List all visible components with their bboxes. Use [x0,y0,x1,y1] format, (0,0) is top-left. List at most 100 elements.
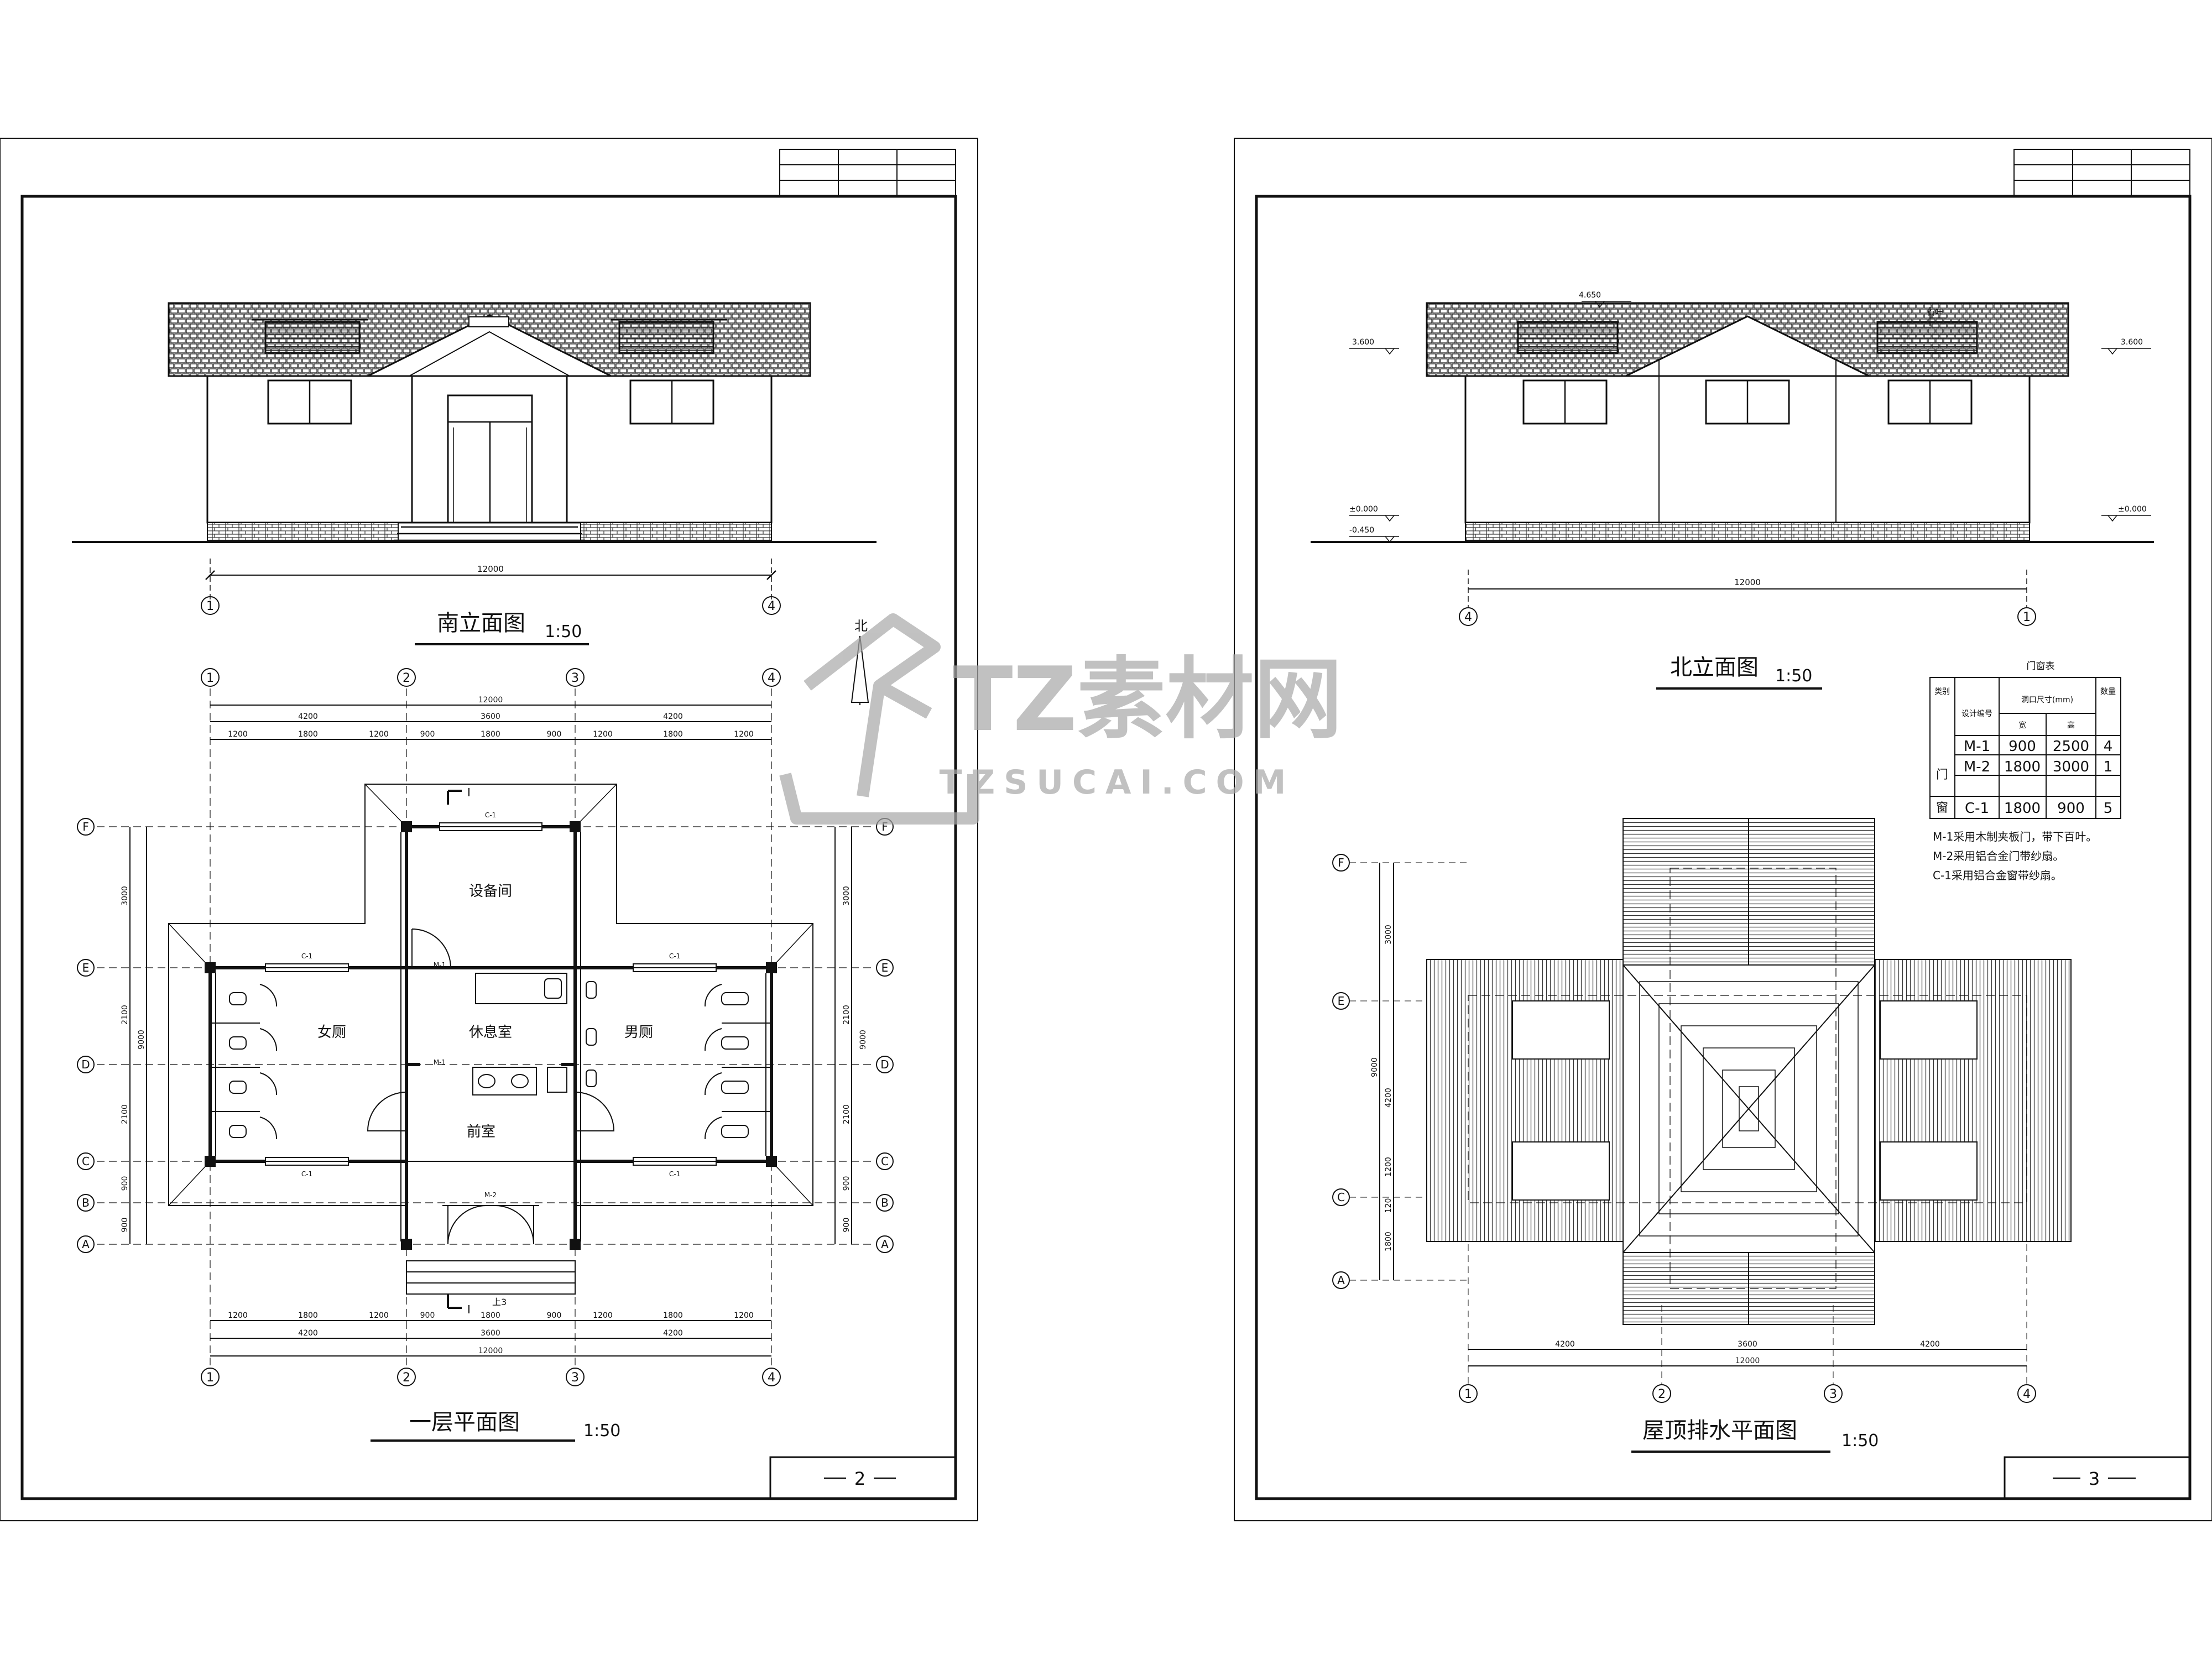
north-elevation-scale: 1:50 [1775,666,1812,686]
room-women: 女厕 [317,1024,346,1041]
columns [205,821,777,1250]
axis-3-bottom: 3 [571,1371,579,1385]
label-m1-b: M-1 [434,1058,446,1066]
north-elevation-title: 北立面图 [1670,655,1759,680]
roof-dimy-5: 1800 [1384,1232,1393,1251]
inner-frame-right [1255,195,2192,1500]
plan-dimy-3: 2100 [121,1104,129,1124]
south-elevation-title: 南立面图 [437,611,525,636]
step-label: 上3 [492,1297,507,1307]
plan-dim-mid-1: 4200 [298,712,318,721]
plan-dimy-total: 9000 [137,1030,146,1050]
south-axis-right: 4 [768,599,775,613]
axis-E-right: E [881,961,889,974]
axis-1-bottom: 1 [206,1371,214,1385]
axis-C-left: C [82,1155,90,1168]
louver-right-n [1876,321,1978,354]
schedule-note-2: M-2采用铝合金门带纱扇。 [1933,849,2064,863]
plan-dimy-4: 900 [121,1176,129,1191]
roof-plan: 4200 3600 4200 12000 3000 4200 1200 120 … [1332,818,2072,1453]
plan-dim-bot-8: 1800 [663,1311,683,1320]
plan-dimy-r1: 3000 [842,886,851,906]
level-4650: 4.650 [1579,291,1601,300]
outer-frame-right [1234,138,2212,1521]
axis-3-top: 3 [571,671,579,685]
plan-dim-top-9: 1200 [734,730,754,739]
page-number-right: 3 [2089,1468,2100,1489]
level-3600-right: 3.600 [2121,338,2143,347]
plan-dim-top-8: 1800 [663,730,683,739]
schedule-group-door: 门 [1936,768,1948,782]
level-3600-left: 3.600 [1352,338,1374,347]
plan-dim-top-1: 1200 [228,730,248,739]
axis-A-right: A [881,1238,889,1251]
south-elevation-scale: 1:50 [545,622,582,641]
roof-plan-scale: 1:50 [1841,1431,1879,1451]
schedule-col-code: 设计编号 [1961,709,1992,718]
plan-dim-bot-6: 900 [547,1311,562,1320]
roof-dimy-4: 120 [1384,1198,1393,1213]
section-mark-bottom: I [467,1303,471,1316]
page-number-box-right [2004,1456,2191,1500]
page-number-box [769,1456,957,1500]
axis-B-right: B [881,1196,889,1209]
plan-dim-bot-9: 1200 [734,1311,754,1320]
level-neg450: -0.450 [1349,526,1374,535]
axis-A-left: A [82,1238,90,1251]
room-rest: 休息室 [469,1024,512,1041]
plan-dimy-2: 2100 [121,1005,129,1025]
entrance-steps [406,1260,576,1295]
roof-dimy-1: 3000 [1384,925,1393,945]
label-c1-sw: C-1 [301,1170,312,1178]
roof-dimy-3: 1200 [1384,1157,1393,1177]
plan-dim-bot-3: 1200 [369,1311,389,1320]
louver-left [264,321,361,354]
north-elevation: 12000 4 1 4.650 3.600 3.600 ±0.000 -0.45… [1311,291,2154,690]
rest-room-furniture [472,973,567,1095]
plan-dimy-rtotal: 9000 [859,1030,868,1050]
label-c1-se: C-1 [669,1170,680,1178]
axis-F-left: F [82,820,89,833]
roof-axis-A: A [1337,1274,1345,1287]
schedule-note-3: C-1采用铝合金窗带纱扇。 [1933,869,2062,882]
plan-dim-bot-1: 1200 [228,1311,248,1320]
roof-dimy-total: 9000 [1370,1057,1379,1077]
roof-axis-E: E [1338,994,1345,1008]
plan-title: 一层平面图 [409,1410,520,1435]
schedule-r2-qty: 1 [2104,759,2113,775]
plan-dim-top-6: 900 [547,730,562,739]
axis-4-bottom: 4 [768,1371,775,1385]
plan-dim-mid-2: 3600 [481,712,500,721]
schedule-r3-h: 900 [2057,800,2085,817]
schedule-group-window: 窗 [1936,801,1948,815]
plan-dim-bmid-2: 3600 [481,1329,500,1338]
louver-left-n [1517,321,1619,354]
plan-dimy-r2: 2100 [842,1005,851,1025]
men-stalls [586,981,771,1140]
schedule-title: 门窗表 [2027,661,2055,672]
schedule-note-1: M-1采用木制夹板门，带下百叶。 [1933,830,2097,843]
label-m2: M-2 [484,1191,497,1199]
south-axis-left: 1 [206,599,214,613]
louver-label: 百叶 [1927,309,1943,317]
roof-axis-1: 1 [1464,1387,1472,1401]
schedule-r1-w: 900 [2008,738,2036,755]
level-0-right: ±0.000 [2118,505,2147,514]
roof-axis-F: F [1338,856,1344,869]
doors [367,928,615,1245]
plan-dimy-1: 3000 [121,886,129,906]
hip-rings [1639,981,1859,1237]
louver-right [618,321,714,354]
axis-F-right: F [881,820,888,833]
label-c1-w: C-1 [301,952,312,960]
plan-dim-total-top: 12000 [478,696,503,705]
axis-2-bottom: 2 [403,1371,410,1385]
schedule-r2-w: 1800 [2004,759,2041,775]
schedule-r1-code: M-1 [1964,738,1990,755]
page-number: 2 [854,1468,865,1489]
plan-dimy-5: 900 [121,1218,129,1233]
plan-dim-bmid-3: 4200 [663,1329,683,1338]
schedule-r3-code: C-1 [1965,800,1989,817]
schedule-r3-w: 1800 [2004,800,2041,817]
schedule-col-size: 洞口尺寸(mm) [2021,696,2073,705]
